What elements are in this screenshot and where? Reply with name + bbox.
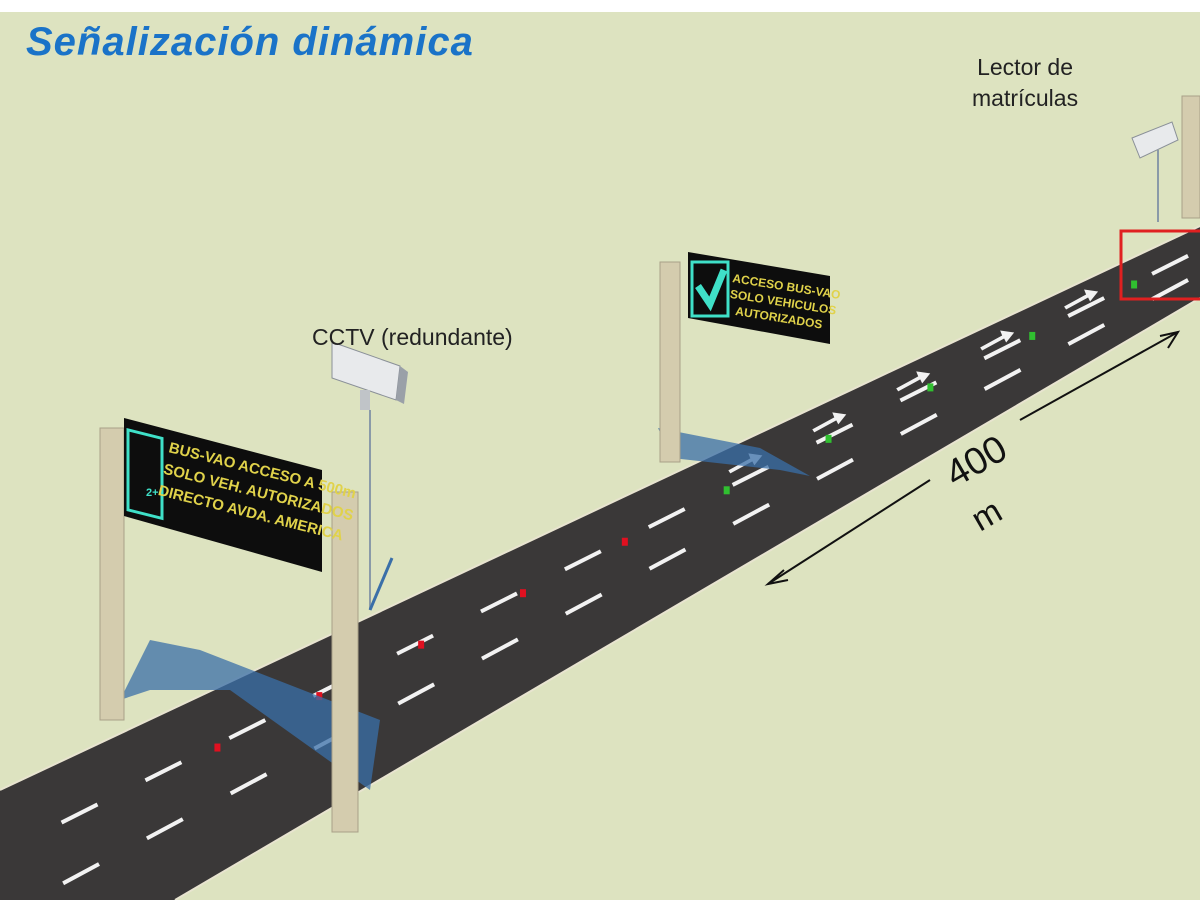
lane-dash: [815, 422, 854, 445]
lane-arrow-icon: [896, 371, 931, 392]
lane-dash: [481, 637, 519, 661]
lane-dash: [648, 547, 687, 571]
lane-dash: [397, 682, 436, 706]
lane-dash: [229, 772, 268, 796]
lane-dash: [983, 338, 1022, 361]
lane-dash: [899, 412, 938, 436]
highlight-box: [1119, 229, 1200, 301]
gantry-post-right: [331, 491, 359, 833]
road-edge: [0, 225, 1200, 791]
lane-arrow-icon: [1064, 289, 1099, 310]
road: [0, 226, 1200, 900]
lane-dash: [564, 592, 603, 616]
lane-dash: [228, 718, 267, 740]
lane-dash: [983, 368, 1022, 391]
road-edge: [174, 297, 1200, 900]
cctv-label: CCTV (redundante): [312, 324, 513, 350]
lane-light: [316, 692, 323, 701]
lane-dash: [1151, 278, 1189, 301]
plate-reader-label-line-1: Lector de: [977, 54, 1073, 80]
lane-light: [418, 640, 425, 649]
lane-dash: [62, 862, 100, 886]
lane-dash: [396, 633, 434, 656]
lane-dash: [816, 457, 854, 481]
lane-light: [1131, 280, 1138, 289]
lane-light: [1029, 331, 1036, 340]
lane-dash: [1067, 296, 1106, 318]
lane-dash: [60, 802, 99, 825]
top-band: [0, 0, 1200, 12]
sign-2-check-icon: [690, 260, 730, 318]
lane-dash: [1067, 323, 1106, 346]
lane-light: [723, 486, 730, 495]
distance-arrow: [764, 330, 1181, 586]
lane-light: [621, 537, 628, 546]
plate-reader-label: Lector de matrículas: [972, 52, 1078, 114]
sign-1-icon-frame: [126, 428, 164, 521]
lane-dash: [480, 591, 518, 614]
lane-dash: [647, 507, 686, 529]
lane-light: [825, 434, 832, 443]
lane-lights: [214, 280, 1138, 752]
lane-light: [519, 589, 526, 598]
sign-1-panel: [124, 418, 322, 572]
lane-arrow-icon: [980, 330, 1015, 351]
lane-dash: [1151, 254, 1189, 276]
lane-light: [927, 383, 934, 392]
lane-dash: [732, 502, 771, 526]
gantry-2-post: [659, 261, 681, 463]
lane-dash: [563, 549, 602, 572]
page-title: Señalización dinámica: [26, 20, 474, 64]
plate-reader-camera-icon: [1131, 121, 1179, 159]
gantry-post-left: [99, 427, 125, 721]
lane-light: [214, 743, 221, 752]
gantry-shadow: [658, 428, 810, 476]
distance-unit: m: [965, 492, 1009, 539]
gantry-shadow: [120, 640, 380, 790]
lane-arrow-icon: [812, 412, 847, 433]
lane-dash: [731, 465, 770, 487]
sign-1-icon-text: 2+: [146, 487, 159, 499]
plate-reader-label-line-2: matrículas: [972, 85, 1079, 111]
gantry-3-post: [1181, 95, 1200, 219]
cctv-camera-icon: [331, 341, 408, 410]
cctv-pole-shadow: [368, 557, 394, 611]
lane-dash: [145, 817, 184, 841]
lane-dash: [144, 760, 183, 783]
